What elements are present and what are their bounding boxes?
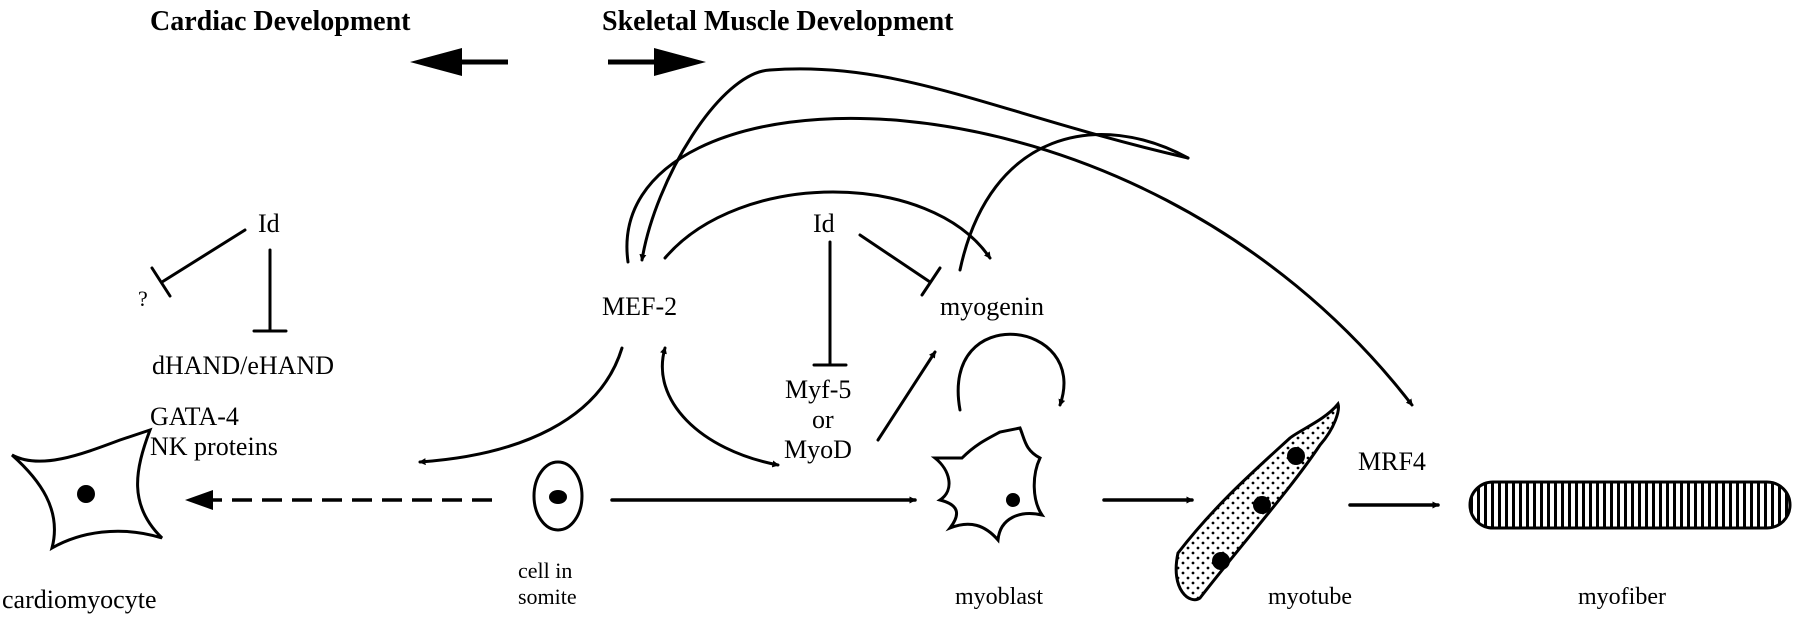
- myoblast-label: myoblast: [955, 584, 1043, 610]
- nk-proteins-label: NK proteins: [150, 432, 278, 461]
- myogenin-loop-curve: [958, 133, 1190, 272]
- id-inhibits-hand: [252, 248, 288, 333]
- id-inhibits-myf5: [812, 240, 848, 367]
- gata4-label: GATA-4: [150, 402, 239, 431]
- myotube-label: myotube: [1268, 584, 1352, 610]
- somite-label-line2: somite: [518, 584, 577, 609]
- mef2-to-myogenin-arrow: [663, 190, 992, 260]
- skeletal-id-label: Id: [813, 209, 835, 238]
- myofiber-label: myofiber: [1578, 584, 1666, 610]
- to-mef2-arrow: [639, 68, 772, 262]
- unknown-target-label: ?: [138, 286, 148, 311]
- somite-cell: [532, 460, 584, 532]
- myoblast-cell: [930, 426, 1046, 544]
- myf5-label: Myf-5: [785, 375, 851, 404]
- mrf4-label: MRF4: [1358, 447, 1426, 476]
- skeletal-development-header: Skeletal Muscle Development: [602, 6, 954, 37]
- cardiac-id-label: Id: [258, 209, 280, 238]
- cardiomyocyte-cell: [11, 427, 164, 552]
- or-label: or: [812, 405, 834, 434]
- mef2-to-mrf4-arrow: [625, 116, 1414, 407]
- id-inhibits-myogenin: [858, 233, 942, 297]
- myogenin-feedback-curve: [768, 67, 1190, 160]
- mef2-myod-double-arrow: [660, 346, 780, 468]
- dashed-arrowhead: [185, 490, 213, 510]
- mef2-to-cardiac-arrow: [418, 346, 624, 466]
- right-direction-arrow: [608, 48, 706, 76]
- myod-to-myogenin-arrow: [876, 350, 937, 442]
- somite-label-line1: cell in: [518, 558, 572, 583]
- myogenin-to-myoblast-arrow: [956, 332, 1066, 412]
- id-inhibits-unknown: [150, 228, 247, 298]
- hand-label: dHAND/eHAND: [152, 351, 334, 380]
- left-direction-arrow: [410, 48, 508, 76]
- myofiber-cell: [1468, 480, 1792, 530]
- myotube-cell: [1174, 400, 1340, 602]
- mef2-label: MEF-2: [602, 292, 677, 321]
- cardiomyocyte-label: cardiomyocyte: [2, 585, 157, 614]
- cardiac-development-header: Cardiac Development: [150, 6, 411, 37]
- myogenin-label: myogenin: [940, 292, 1044, 321]
- myod-label: MyoD: [784, 435, 852, 464]
